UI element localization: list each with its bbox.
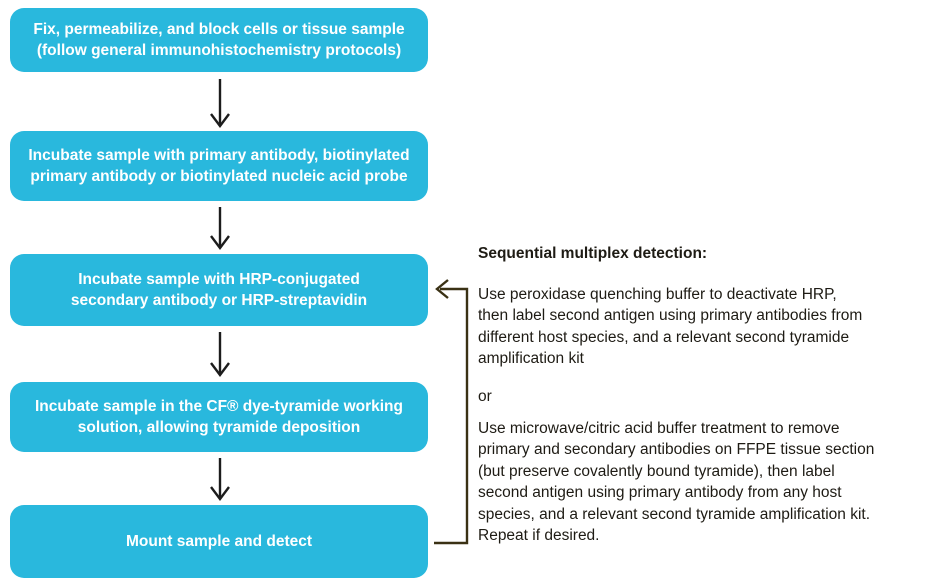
- step-box-incubate-dye-tyramide: Incubate sample in the CF® dye-tyramide …: [10, 382, 428, 452]
- side-panel-heading: Sequential multiplex detection:: [478, 245, 708, 262]
- step-label: Incubate sample with primary antibody, b…: [28, 147, 410, 185]
- step-label: Incubate sample in the CF® dye-tyramide …: [35, 398, 403, 436]
- step-box-incubate-hrp-secondary: Incubate sample with HRP-conjugated seco…: [10, 254, 428, 326]
- down-arrow-icon: [210, 458, 230, 501]
- step-label: Mount sample and detect: [125, 533, 313, 550]
- side-panel-option-1: Use peroxidase quenching buffer to deact…: [478, 286, 863, 368]
- step-box-incubate-primary-antibody: Incubate sample with primary antibody, b…: [10, 131, 428, 201]
- side-panel-option-2: Use microwave/citric acid buffer treatme…: [478, 420, 875, 545]
- step-box-fix-permeabilize-block: Fix, permeabilize, and block cells or ti…: [10, 8, 428, 72]
- loop-back-arrow-icon: [434, 279, 469, 545]
- down-arrow-icon: [210, 207, 230, 250]
- step-box-mount-and-detect: Mount sample and detect: [10, 505, 428, 578]
- down-arrow-icon: [210, 79, 230, 128]
- step-label: Incubate sample with HRP-conjugated seco…: [70, 271, 368, 309]
- step-label: Fix, permeabilize, and block cells or ti…: [33, 21, 405, 59]
- side-panel-or-separator: or: [478, 388, 492, 405]
- down-arrow-icon: [210, 332, 230, 377]
